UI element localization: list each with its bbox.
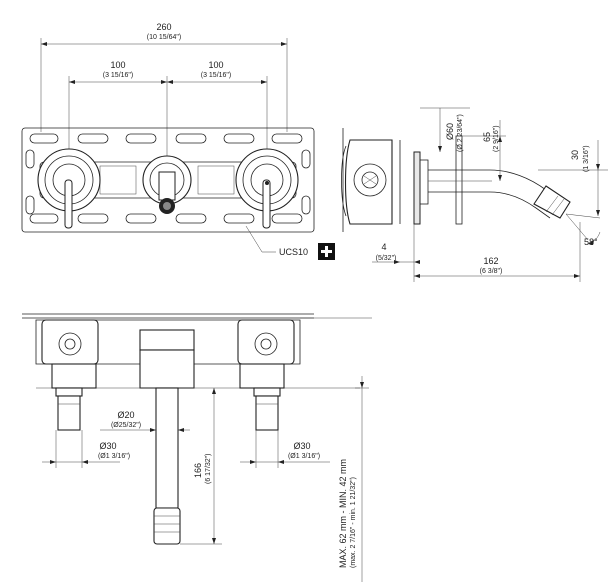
dim-rosette-diameter: Ø60: [445, 123, 455, 140]
dim-pipe-diameter: Ø20: [117, 410, 134, 420]
ucs10-label: UCS10: [279, 247, 308, 257]
dim-spout-length-inch: (6 3/8"): [480, 268, 503, 275]
dim-plate-thickness-inch: (5/32"): [376, 255, 397, 262]
dim-pipe-length: 166: [193, 463, 203, 478]
dim-spout-drop: 30: [570, 150, 580, 160]
dim-spout-drop-inch: (1 3/16"): [583, 145, 590, 172]
dim-depth-range: MAX. 62 mm - MIN. 42 mm: [338, 459, 348, 568]
dim-height-65: 65: [482, 132, 492, 142]
dim-height-65-inch: (2 9/16"): [493, 125, 500, 152]
bottom-view: Ø20 (Ø25/32") Ø30 (Ø1 3/16") Ø30 (Ø1 3/1…: [22, 313, 372, 582]
dim-right-diameter-inch: (Ø1 3/16"): [288, 453, 320, 460]
dim-right-diameter: Ø30: [293, 441, 310, 451]
dim-plate-thickness: 4: [381, 242, 386, 252]
plus-icon: [318, 243, 335, 260]
dim-left-diameter-inch: (Ø1 3/16"): [98, 453, 130, 460]
dim-spacing-right: 100: [208, 60, 223, 70]
dim-spacing-left-inch: (3 15/16"): [103, 72, 134, 79]
dim-overall-width: 260: [156, 22, 171, 32]
dim-pipe-length-inch: (6 17/32"): [205, 453, 212, 484]
dim-spacing-right-inch: (3 15/16"): [201, 72, 232, 79]
dim-angle: 58°: [584, 237, 598, 247]
dim-spacing-left: 100: [110, 60, 125, 70]
dim-depth-range-inch: (max. 2 7/16" - min. 1 21/32"): [350, 477, 357, 568]
dim-spout-length: 162: [483, 256, 498, 266]
dim-left-diameter: Ø30: [99, 441, 116, 451]
dim-pipe-diameter-inch: (Ø25/32"): [111, 422, 141, 429]
front-view: 260 (10 15/64") 100 (3 15/16") 100 (3 15…: [21, 22, 335, 260]
dim-overall-width-inch: (10 15/64"): [147, 34, 181, 41]
dim-rosette-diameter-inch: (Ø 2 23/64"): [457, 114, 464, 152]
side-view: 58° Ø60 (Ø 2 23/64") 65 (2 9/16") 30 (1 …: [341, 107, 608, 282]
